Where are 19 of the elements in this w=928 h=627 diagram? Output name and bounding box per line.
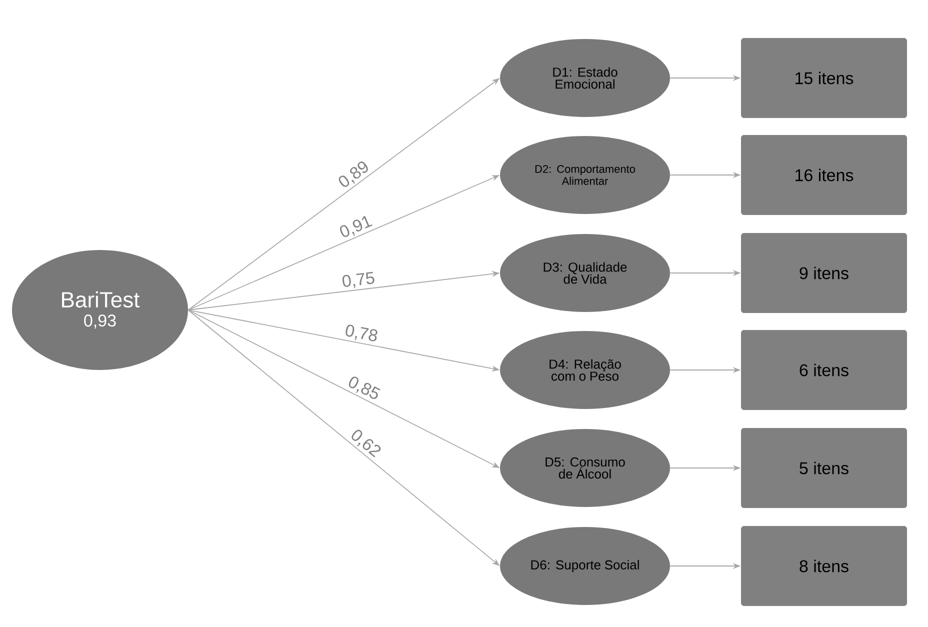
ellipse-node: BariTest 0,93 [12,250,188,370]
ellipse-node: D3: Qualidade de Vida [500,234,670,312]
edge-label: 0,75 [340,270,377,291]
item-box: 9 itens [741,233,908,313]
edge-label: 0,91 [336,212,376,242]
ellipse-node: D1: Estado Emocional [500,39,670,117]
ellipse-node: D5: Consumo de Álcool [500,429,670,507]
edge-label: 0,62 [346,426,384,462]
item-box: 8 itens [741,526,908,606]
ellipse-node: D6: Suporte Social [500,527,670,605]
ellipse-node: D2: Comportamento Alimentar [500,136,670,214]
edge-label: 0,78 [342,322,380,346]
item-box: 6 itens [741,330,908,410]
item-box: 15 itens [741,38,908,118]
item-box: 5 itens [741,428,908,508]
ellipse-node: D4: Relação com o Peso [500,331,670,409]
edge-label: 0,85 [344,374,384,404]
edge-label: 0,89 [335,158,373,192]
item-box: 16 itens [741,135,908,215]
